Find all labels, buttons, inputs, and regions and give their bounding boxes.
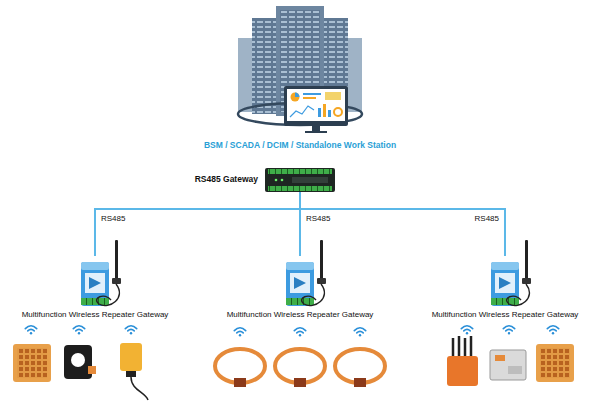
node-label: Multifunction Wireless Repeater Gateway [432, 310, 579, 319]
bar [323, 104, 326, 117]
rope-connector [354, 378, 366, 387]
sensor-grid [17, 348, 47, 378]
wifi-icon [461, 326, 472, 335]
edge-label: RS485 [100, 215, 126, 224]
wifi-icon [73, 326, 84, 335]
wifi-icons [25, 326, 558, 337]
wifi-icon [547, 326, 558, 335]
bar [328, 110, 331, 117]
wifi-icon [294, 328, 305, 337]
pie-slice [295, 93, 300, 98]
wifi-icon [354, 328, 365, 337]
device-panel [292, 177, 328, 183]
edge-label: RS485 [305, 215, 331, 224]
node-label: Multifunction Wireless Repeater Gateway [227, 310, 374, 319]
monitor-frame [284, 86, 348, 126]
repeater-node: Multifunction Wireless Repeater Gateway [429, 256, 582, 319]
rs485-gateway-device [265, 168, 335, 192]
clamp-hole [71, 353, 85, 367]
led [275, 179, 278, 182]
repeater-device [81, 240, 121, 306]
sensors-middle [215, 349, 385, 387]
chart-panel [325, 92, 341, 100]
probe-end [126, 371, 136, 377]
rope-connector [294, 378, 306, 387]
node-label: RS485 Gateway [195, 175, 258, 185]
monitor-stand [312, 126, 320, 131]
node-label: BSM / SCADA / DCIM / Standalone Work Sta… [204, 141, 396, 151]
sensor-grid [540, 348, 570, 378]
wifi-icon [503, 326, 514, 335]
wifi-icon [234, 328, 245, 337]
sensors-left [13, 343, 148, 400]
terminal-row [268, 169, 332, 174]
sensor-box [536, 344, 574, 382]
bar [318, 108, 321, 117]
wifi-icon [25, 326, 36, 335]
node-label: Multifunction Wireless Repeater Gateway [22, 310, 169, 319]
gauge [334, 108, 342, 116]
leak-rope [275, 349, 325, 383]
gateway-box: RS485 Gateway [265, 168, 335, 192]
bar [303, 97, 316, 99]
terminal-row [268, 186, 332, 191]
probe-sensor [447, 356, 478, 386]
rs485-line [300, 192, 505, 256]
monitor-base [305, 131, 327, 133]
edge-label: RS485 [474, 215, 500, 224]
sensor-tag [495, 355, 505, 361]
wifi-icon [125, 326, 136, 335]
led [281, 179, 284, 182]
sensor-prongs [453, 336, 471, 358]
monitor-icon [284, 86, 348, 133]
clamp-tag [88, 366, 96, 374]
workstation-node: BSM / SCADA / DCIM / Standalone Work Sta… [201, 6, 399, 151]
rack [252, 18, 278, 114]
sensors-right [447, 336, 574, 386]
probe-cable [131, 377, 148, 400]
leak-rope [215, 349, 265, 383]
repeater-node: Multifunction Wireless Repeater Gateway [19, 256, 172, 319]
repeater-devices [81, 240, 531, 306]
ct-clamp [64, 345, 92, 379]
sensor-panel [508, 366, 522, 374]
sensor-box [490, 350, 526, 380]
device-body [265, 168, 335, 192]
leak-rope [335, 349, 385, 383]
probe-sensor [120, 343, 142, 371]
server-racks [238, 6, 362, 125]
rope-connector [234, 378, 246, 387]
repeater-device [286, 240, 326, 306]
rs485-line [95, 192, 300, 256]
line-chart [290, 106, 314, 117]
bar [303, 93, 321, 95]
sensor-box [13, 344, 51, 382]
monitor-screen [287, 89, 345, 121]
repeater-node: Multifunction Wireless Repeater Gateway [224, 256, 377, 319]
repeater-device [491, 240, 531, 306]
pie-chart [291, 93, 300, 102]
